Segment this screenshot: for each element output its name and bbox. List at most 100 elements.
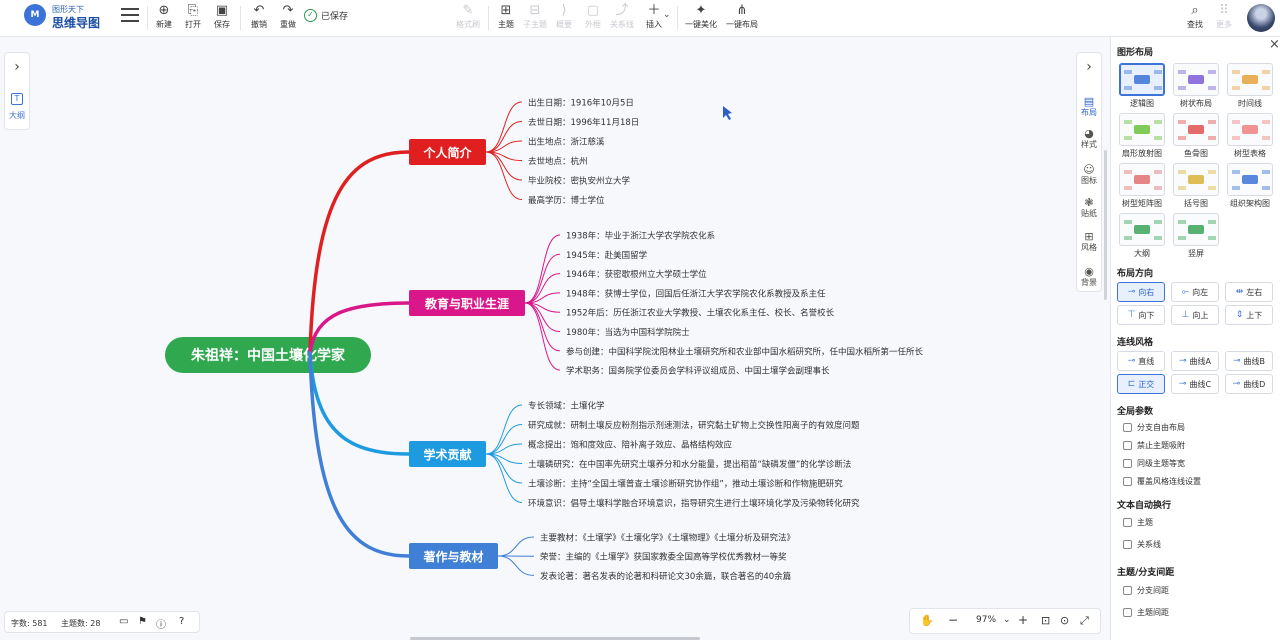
beautify-button[interactable]: ✦ 一键美化 [685, 3, 717, 29]
mindmap-canvas[interactable]: 朱祖祥：中国土壤化学家 个人简介 出生日期：1916年10月5日去世日期：1996年… [0, 0, 1076, 600]
format-brush-button[interactable]: ✎ 格式刷 [453, 3, 483, 31]
line-option[interactable]: ⊸曲线B [1225, 351, 1273, 371]
layout-option[interactable]: 时间线 [1227, 63, 1273, 109]
checkbox-option[interactable]: 关系线 [1123, 539, 1161, 550]
horizontal-scrollbar[interactable] [410, 637, 700, 640]
tool-emoji[interactable]: ☺图标 [1077, 163, 1101, 186]
leaf-topic[interactable]: 荣誉：主编的《土壤学》获国家教委全国高等学校优秀教材一等奖 [540, 552, 787, 563]
leaf-topic[interactable]: 主要教材：《土壤学》《土壤化学》《土壤物理》《土壤分析及研究法》 [540, 533, 795, 544]
leaf-topic[interactable]: 研究成就：研制土壤反应粉剂指示剂速测法，研究黏土矿物上交换性阳离子的有效度问题 [528, 420, 860, 431]
more-button[interactable]: ⠿ 更多 [1209, 3, 1239, 31]
new-button[interactable]: ⊕ 新建 [149, 3, 179, 31]
leaf-topic[interactable]: 1938年：毕业于浙江大学农学院农化系 [566, 231, 715, 242]
branch-node[interactable]: 学术贡献 [409, 441, 486, 467]
zoom-in-button[interactable]: + [1018, 613, 1029, 627]
tool-background[interactable]: ◉背景 [1077, 265, 1101, 288]
info-icon[interactable]: ⓘ [156, 620, 166, 631]
line-option[interactable]: ⊸曲线D [1225, 374, 1273, 394]
checkbox-option[interactable]: 同级主题等宽 [1123, 458, 1185, 469]
checkbox-option[interactable]: 分支自由布局 [1123, 422, 1185, 433]
user-avatar[interactable] [1247, 4, 1275, 32]
relation-line-button[interactable]: ⤴ 关系线 [607, 3, 637, 31]
checkbox-option[interactable]: 主题 [1123, 517, 1153, 528]
line-option[interactable]: ⊏正交 [1117, 374, 1165, 394]
zoom-dropdown-chevron-icon[interactable]: ⌄ [1003, 615, 1011, 625]
direction-option[interactable]: ⊸向右 [1117, 282, 1165, 302]
fit-screen-icon[interactable]: ⊡ [1041, 614, 1051, 627]
leaf-topic[interactable]: 1945年：赴美国留学 [566, 250, 648, 261]
summary-button[interactable]: ⟩ 概要 [549, 3, 579, 31]
leaf-topic[interactable]: 参与创建：中国科学院沈阳林业土壤研究所和农业部中国水稻研究所，任中国水稻所第一任… [566, 346, 924, 357]
leaf-topic[interactable]: 1948年：获博士学位，回国后任浙江大学农学院农化系教授及系主任 [566, 288, 826, 299]
layout-option[interactable]: 竖屏 [1173, 213, 1219, 259]
checkbox[interactable] [1123, 586, 1132, 595]
layout-option[interactable]: 树状布局 [1173, 63, 1219, 109]
center-target-icon[interactable]: ⊙ [1060, 614, 1070, 627]
hamburger-menu-icon[interactable] [121, 8, 139, 24]
chevron-down-icon[interactable]: ⌄ [663, 10, 671, 20]
flag-icon[interactable]: ⚑ [138, 616, 147, 627]
leaf-topic[interactable]: 土壤磷研究：在中国率先研究土壤养分和水分能量，提出稻苗“缺磷发僵”的化学诊断法 [528, 459, 851, 470]
direction-option[interactable]: ⇹左右 [1225, 282, 1273, 302]
leaf-topic[interactable]: 最高学历：博士学位 [528, 195, 605, 206]
outline-button-label[interactable]: 大纲 [9, 111, 25, 120]
checkbox[interactable] [1123, 477, 1132, 486]
leaf-topic[interactable]: 1980年：当选为中国科学院院士 [566, 327, 690, 338]
find-button[interactable]: ⌕ 查找 [1180, 3, 1210, 31]
leaf-topic[interactable]: 出生地点：浙江慈溪 [528, 137, 605, 148]
line-option[interactable]: ⊸曲线A [1171, 351, 1219, 371]
subtopic-button[interactable]: ⊟ 子主题 [520, 3, 550, 31]
checkbox-option[interactable]: 主题间距 [1123, 607, 1169, 618]
line-option[interactable]: ⊸曲线C [1171, 374, 1219, 394]
leaf-topic[interactable]: 学术职务：国务院学位委员会学科评议组成员、中国土壤学会副理事长 [566, 366, 830, 377]
expand-chevron-right-icon[interactable]: › [14, 59, 20, 75]
branch-node[interactable]: 著作与教材 [409, 543, 498, 569]
leaf-topic[interactable]: 去世地点：杭州 [528, 156, 588, 167]
layout-option[interactable]: 树型表格 [1227, 113, 1273, 159]
collapse-chevron-right-icon[interactable]: › [1086, 59, 1092, 75]
line-option[interactable]: ⊸直线 [1117, 351, 1165, 371]
insert-button[interactable]: ＋ 插入 [639, 3, 669, 31]
vertical-scrollbar[interactable] [1104, 150, 1107, 300]
checkbox[interactable] [1123, 423, 1132, 432]
leaf-topic[interactable]: 专长领域：土壤化学 [528, 401, 605, 412]
tool-style-grid[interactable]: ⊞风格 [1077, 230, 1101, 253]
leaf-topic[interactable]: 出生日期：1916年10月5日 [528, 98, 634, 109]
checkbox[interactable] [1123, 459, 1132, 468]
leaf-topic[interactable]: 发表论著：著名发表的论著和科研论文30余篇，联合著名的40余篇 [540, 571, 791, 582]
open-button[interactable]: ⎘ 打开 [178, 3, 208, 31]
direction-option[interactable]: ⟜向左 [1171, 282, 1219, 302]
leaf-topic[interactable]: 去世日期：1996年11月18日 [528, 117, 639, 128]
checkbox-option[interactable]: 禁止主题吸附 [1123, 440, 1185, 451]
direction-option[interactable]: ⊥向上 [1171, 305, 1219, 325]
zoom-level[interactable]: 97% [976, 615, 997, 625]
branch-node[interactable]: 教育与职业生涯 [409, 290, 525, 316]
fullscreen-icon[interactable]: ⤢ [1080, 614, 1089, 627]
zoom-out-button[interactable]: − [948, 613, 959, 627]
layout-option[interactable]: 逻辑图 [1119, 63, 1165, 109]
layout-option[interactable]: 扇形放射图 [1119, 113, 1165, 159]
checkbox[interactable] [1123, 540, 1132, 549]
outline-icon[interactable]: T [11, 93, 23, 105]
auto-layout-button[interactable]: ⋔ 一键布局 [726, 3, 758, 29]
branch-node[interactable]: 个人简介 [409, 139, 486, 165]
leaf-topic[interactable]: 概念提出：饱和度效应、陪补离子效应、晶格结构效应 [528, 440, 733, 451]
mindmap-root-node[interactable]: 朱祖祥：中国土壤化学家 [165, 337, 371, 373]
layout-option[interactable]: 括号图 [1173, 163, 1219, 209]
leaf-topic[interactable]: 1952年后：历任浙江农业大学教授、土壤农化系主任、校长、名誉校长 [566, 308, 835, 319]
checkbox[interactable] [1123, 518, 1132, 527]
layout-option[interactable]: 树型矩阵图 [1119, 163, 1165, 209]
tool-palette[interactable]: ◕样式 [1077, 127, 1101, 150]
topic-button[interactable]: ⊞ 主题 [491, 3, 521, 31]
hand-pan-icon[interactable]: ✋ [920, 614, 934, 627]
direction-option[interactable]: ⇕上下 [1225, 305, 1273, 325]
help-icon[interactable]: ? [179, 616, 185, 627]
keyboard-icon[interactable]: ▭ [119, 616, 129, 627]
tool-layout[interactable]: ▤布局 [1077, 95, 1101, 118]
checkbox[interactable] [1123, 608, 1132, 617]
tool-sticker[interactable]: ❃贴纸 [1077, 196, 1101, 219]
leaf-topic[interactable]: 环境意识：倡导土壤科学融合环境意识，指导研究生进行土壤环境化学及污染物转化研究 [528, 498, 860, 509]
leaf-topic[interactable]: 1946年：获密歇根州立大学硕士学位 [566, 269, 707, 280]
save-button[interactable]: ▣ 保存 [207, 3, 237, 31]
direction-option[interactable]: ⊤向下 [1117, 305, 1165, 325]
